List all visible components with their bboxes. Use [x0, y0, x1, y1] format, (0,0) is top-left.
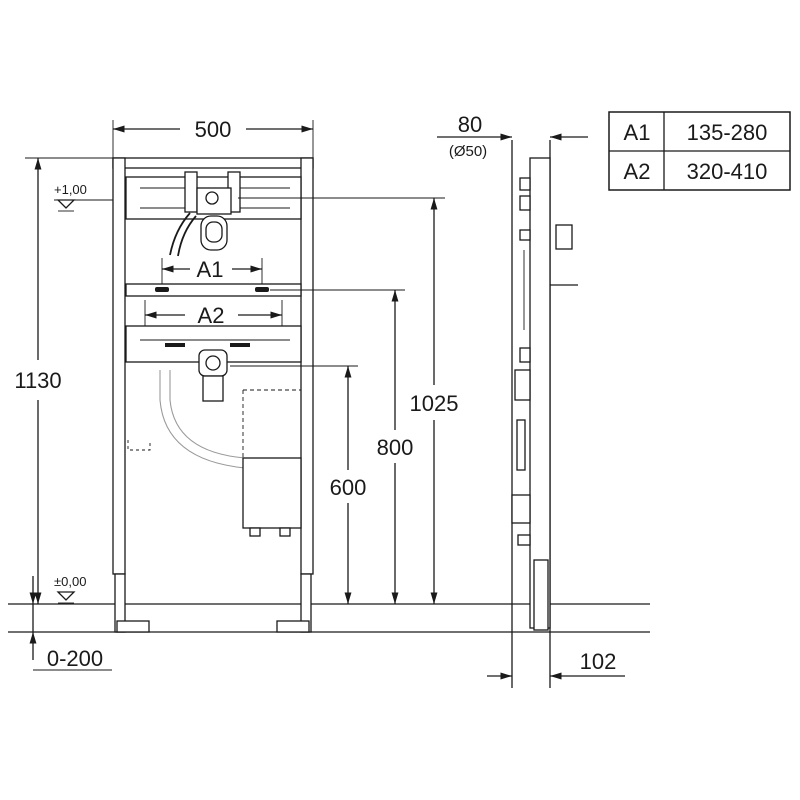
side-frame	[511, 140, 578, 688]
height-600-label: 600	[330, 475, 367, 500]
level-zero: ±0,00	[54, 574, 86, 604]
floor-lines	[8, 603, 650, 633]
depth-label: 80	[458, 112, 482, 137]
dimension-table: A1 135-280 A2 320-410	[608, 111, 791, 191]
height-1025-label: 1025	[410, 391, 459, 416]
front-frame	[112, 157, 314, 633]
dim-total-height: 1130	[14, 157, 113, 604]
dim-depth: 80 (Ø50)	[437, 112, 588, 160]
table-row-key: A2	[624, 159, 651, 184]
depth-102-label: 102	[580, 649, 617, 674]
level-zero-label: ±0,00	[54, 574, 86, 589]
total-height-label: 1130	[14, 368, 61, 393]
dim-102: 102	[487, 649, 625, 680]
dim-800: 800	[270, 289, 414, 604]
adjust-label: 0-200	[47, 646, 103, 671]
table-row-key: A1	[624, 120, 651, 145]
level-top: +1,00	[54, 182, 113, 212]
dim-a1: A1	[161, 257, 263, 284]
height-800-label: 800	[377, 435, 414, 460]
dim-a2: A2	[144, 300, 283, 328]
level-top-label: +1,00	[54, 182, 87, 197]
pipe-diameter-label: (Ø50)	[449, 143, 487, 160]
dim-600: 600	[230, 365, 367, 604]
table-row-value: 135-280	[687, 120, 768, 145]
dim-1025: 1025	[238, 197, 459, 604]
dim-adjust: 0-200	[29, 576, 112, 671]
width-label: 500	[195, 117, 232, 142]
a1-label: A1	[197, 257, 224, 282]
table-row-value: 320-410	[687, 159, 768, 184]
dim-width: 500	[112, 117, 314, 158]
a2-label: A2	[198, 303, 225, 328]
